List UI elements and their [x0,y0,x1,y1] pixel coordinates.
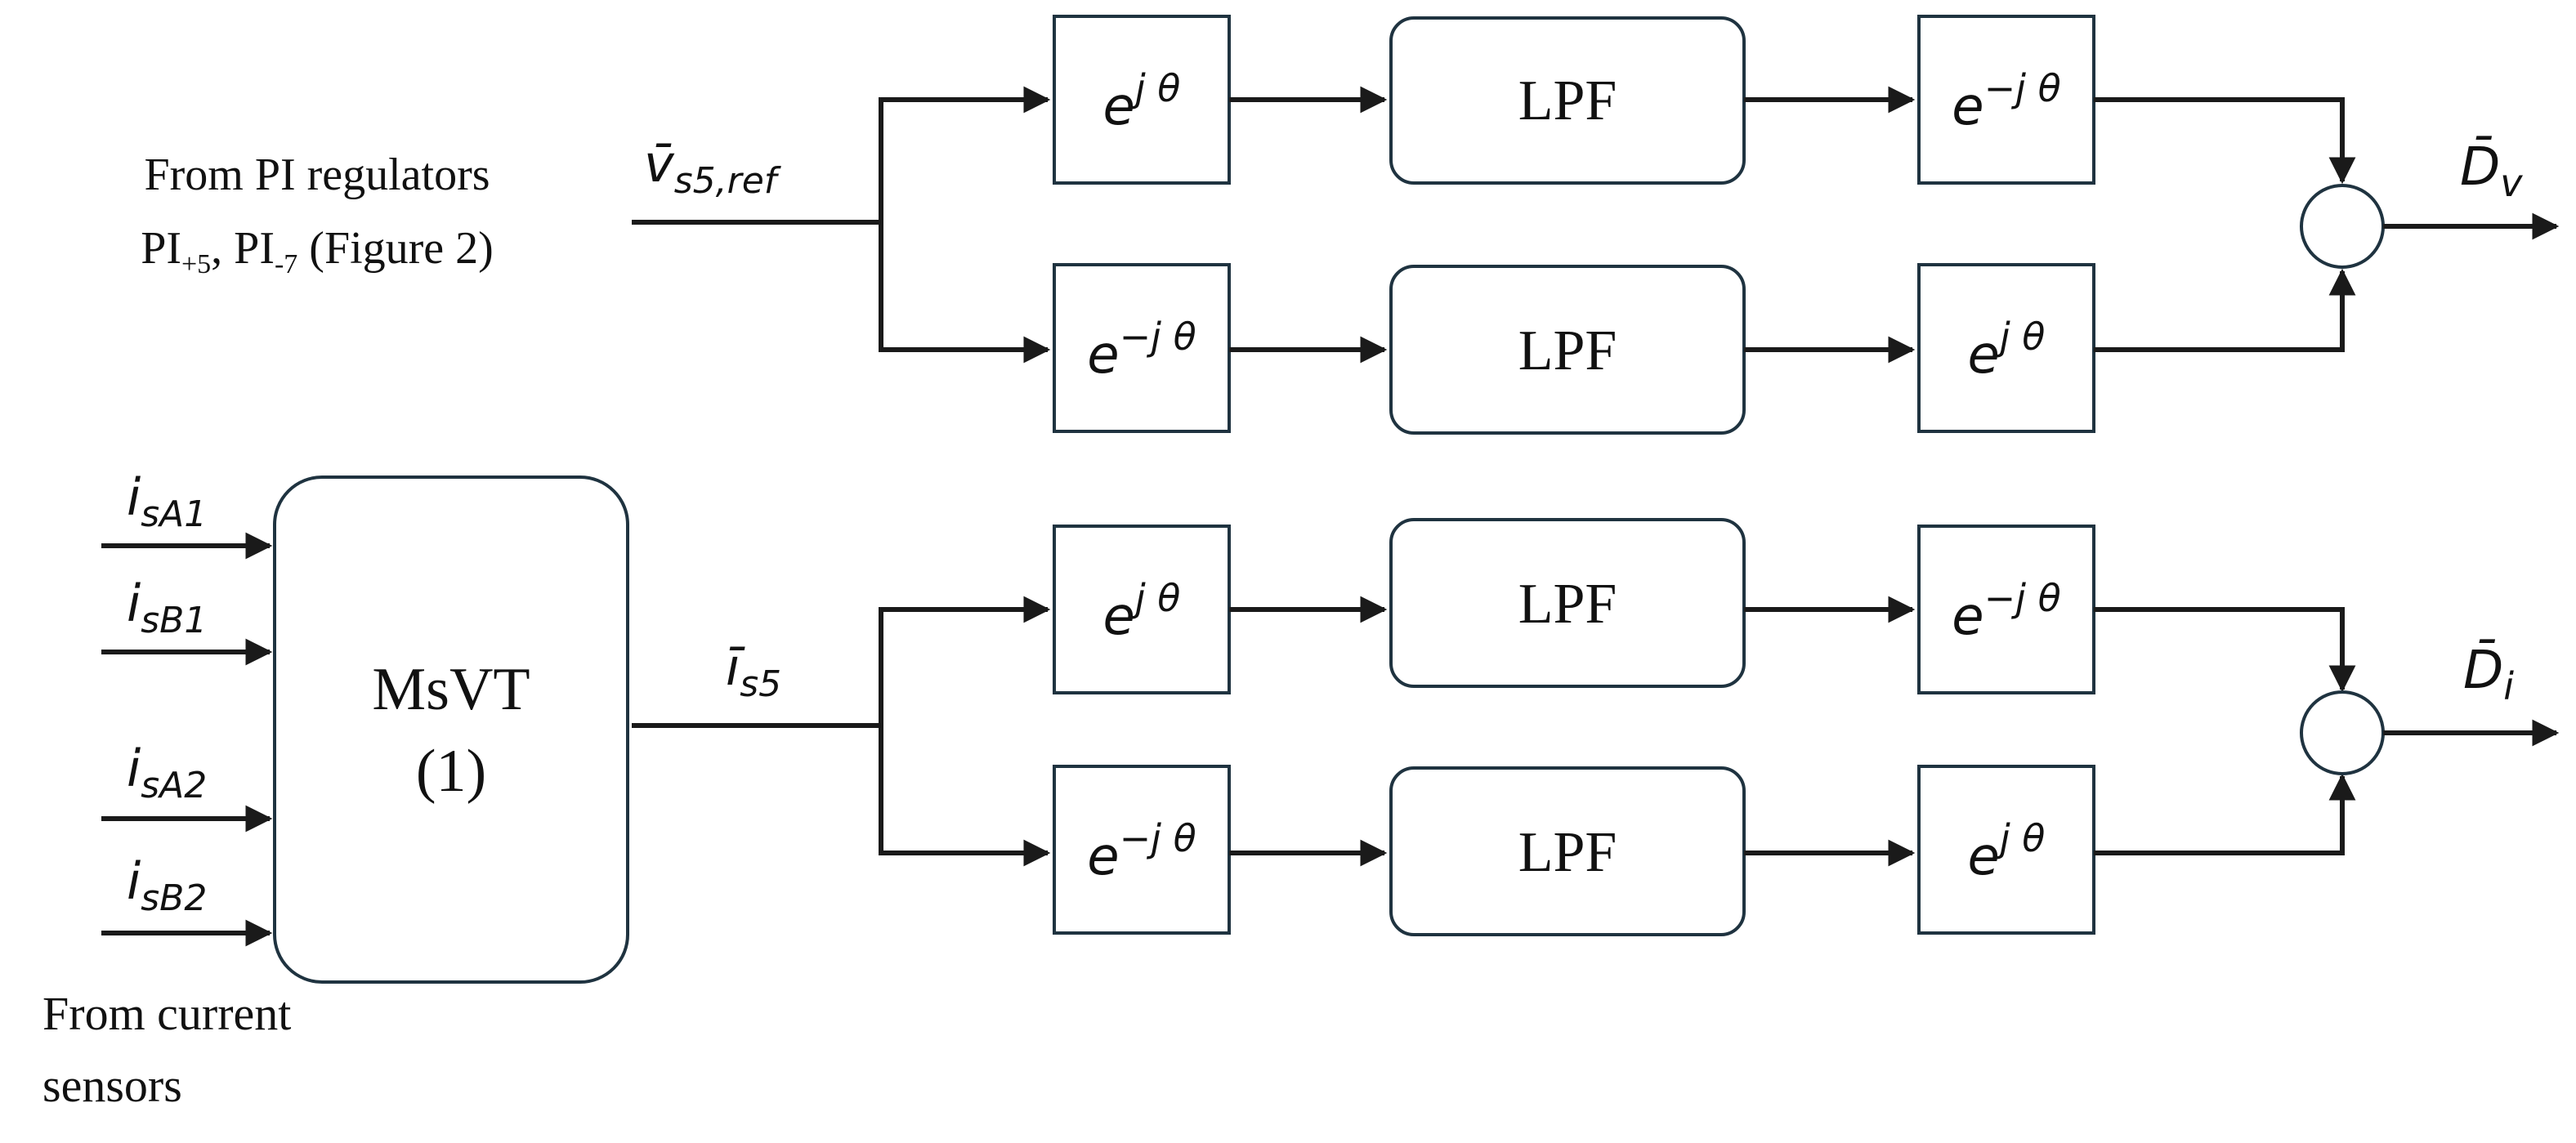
rotator-neg-i1 [1917,525,2095,694]
msvt-block: MsVT (1) [273,476,629,984]
sensors-label-line2: sensors [42,1059,182,1112]
current-input-isA2: isA2 [101,739,273,833]
output-dv-label: D̄v [2460,136,2523,205]
svg-text:ej θ: ej θ [1968,816,2046,887]
svg-text:isB1: isB1 [127,574,207,641]
lpf-i1 [1389,518,1746,688]
voltage-path: v̄s5,ref ej θ LPF e−j θ e−j θ LPF ej θ D… [632,15,2560,435]
msvt-label: MsVT [372,656,530,723]
rotator-neg-v1 [1917,15,2095,185]
svg-text:LPF: LPF [1518,319,1617,382]
rotator-pos-i1 [1053,525,1231,694]
v-ref-label: v̄s5,ref [644,134,782,202]
rotator-neg-v2 [1053,263,1231,433]
current-input-isB2: isB2 [101,851,273,947]
pi-source-label-line2: PI+5, PI-7 (Figure 2) [141,223,494,279]
current-input-isA1: isA1 [101,467,273,560]
rotator-pos-v1 [1053,15,1231,185]
sum-junction-i [2300,690,2385,775]
svg-text:e−j θ: e−j θ [1087,315,1196,386]
svg-text:ej θ: ej θ [1968,315,2046,386]
svg-text:ej θ: ej θ [1103,576,1181,647]
current-input-isB1: isB1 [101,574,273,666]
pi-source-label-line1: From PI regulators [144,150,490,200]
i-s5-label: īs5 [726,637,781,705]
sensors-label-line1: From current [42,987,291,1040]
msvt-equation-ref: (1) [416,738,486,805]
svg-text:e−j θ: e−j θ [1087,816,1196,887]
svg-text:e−j θ: e−j θ [1952,66,2060,137]
rotator-neg-i2 [1053,765,1231,935]
svg-text:isA1: isA1 [127,467,207,535]
current-path: īs5 ej θ LPF e−j θ e−j θ LPF ej θ D̄i [632,518,2560,936]
sum-junction-v [2300,184,2385,269]
svg-text:LPF: LPF [1518,573,1617,636]
output-di-label: D̄i [2463,639,2514,708]
svg-text:ej θ: ej θ [1103,66,1181,137]
svg-text:e−j θ: e−j θ [1952,576,2060,647]
rotator-pos-i2 [1917,765,2095,935]
svg-text:LPF: LPF [1518,69,1617,132]
svg-text:LPF: LPF [1518,821,1617,884]
svg-text:isA2: isA2 [127,739,207,806]
svg-text:isB2: isB2 [127,851,207,919]
